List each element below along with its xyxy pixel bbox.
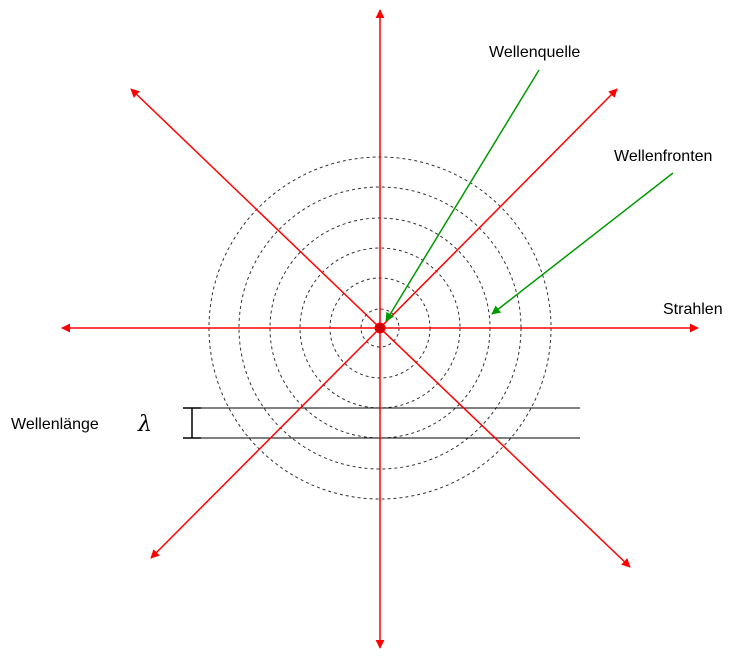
wavelength-indicator [183, 407, 580, 439]
label-wellenquelle: Wellenquelle [489, 44, 580, 61]
ray-up-right [379, 88, 618, 329]
lambda-symbol: λ [137, 412, 152, 437]
label-strahlen: Strahlen [663, 301, 723, 318]
wave-source-dot [374, 322, 386, 334]
rays [61, 9, 699, 649]
pointers [385, 69, 674, 322]
label-wellenlaenge: Wellenlänge [11, 416, 99, 433]
fronts-pointer-arrow [491, 172, 674, 315]
ray-down-right [379, 327, 631, 568]
ray-up-left [130, 88, 381, 329]
ray-down-left [150, 327, 381, 559]
label-wellenfronten: Wellenfronten [614, 148, 712, 165]
source-pointer-arrow [385, 69, 540, 322]
